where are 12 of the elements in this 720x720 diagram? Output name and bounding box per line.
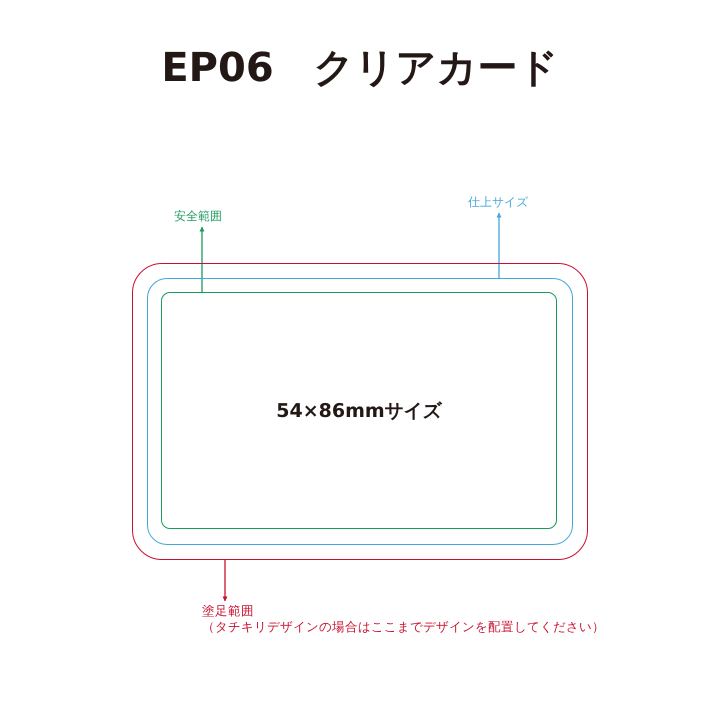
bleed-area-frame xyxy=(132,263,588,560)
arrow xyxy=(496,212,502,278)
arrow xyxy=(222,560,228,602)
size-label: 54×86mmサイズ xyxy=(276,398,442,424)
callout-label: （タチキリデザインの場合はここまでデザインを配置してください） xyxy=(202,618,605,634)
callout-label: 塗足範囲 xyxy=(202,603,255,619)
title: EP06 クリアカード xyxy=(160,44,560,93)
callout-label: 仕上サイズ xyxy=(468,195,528,210)
trim-size-frame xyxy=(146,278,572,544)
arrow xyxy=(199,226,205,293)
callout-label: 安全範囲 xyxy=(174,209,222,224)
safe-area-frame xyxy=(161,292,557,529)
